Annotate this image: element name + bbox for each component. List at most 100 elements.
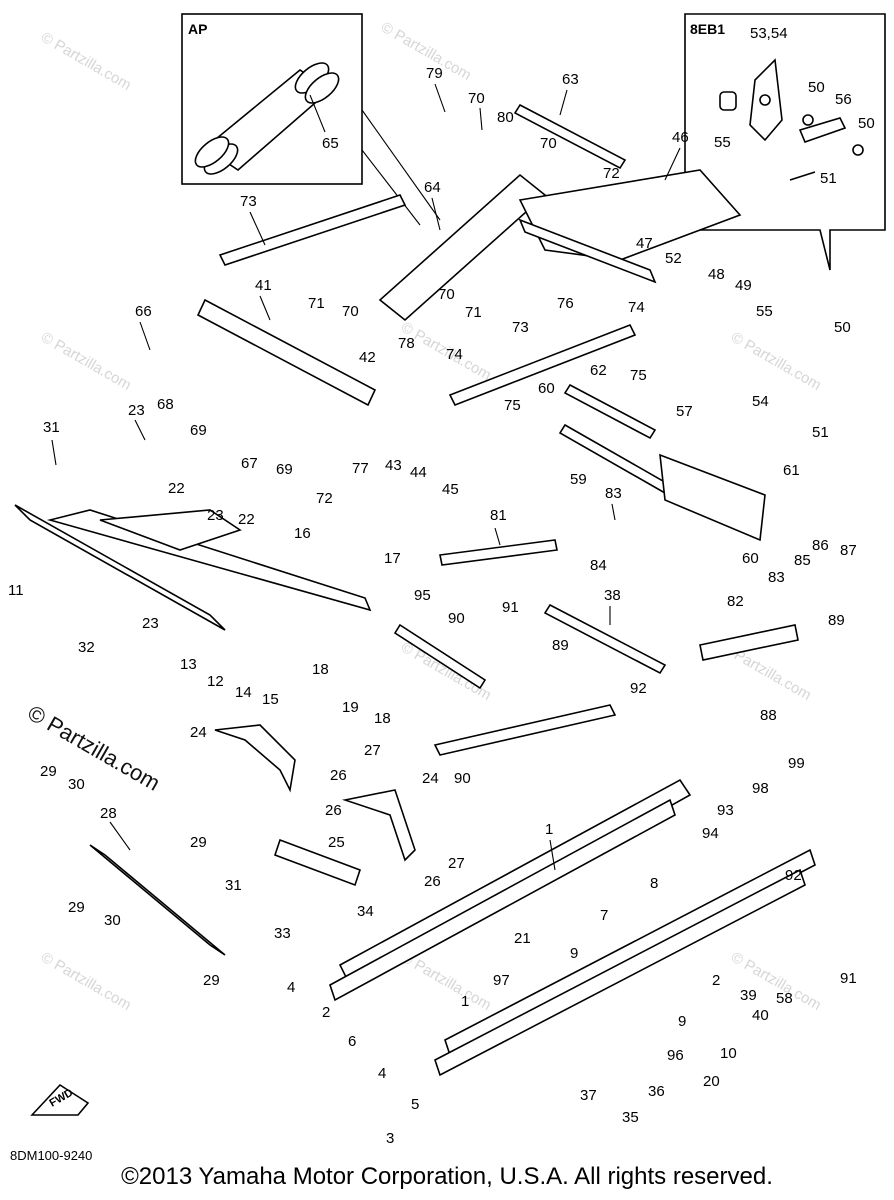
callout-92: 92 (630, 680, 647, 697)
callout-55: 55 (714, 134, 731, 151)
callout-52: 52 (665, 250, 682, 267)
rear-suspension-assembly: FWD (14, 103, 816, 1116)
callout-5: 5 (411, 1096, 419, 1113)
callout-69: 69 (276, 461, 293, 478)
callout-14: 14 (235, 684, 252, 701)
callout-36: 36 (648, 1083, 665, 1100)
callout-68: 68 (157, 396, 174, 413)
inset-ap-label: AP (188, 21, 207, 37)
callout-93: 93 (717, 802, 734, 819)
callout-1: 1 (461, 993, 469, 1010)
damper-rod (433, 704, 617, 756)
watermark-text: © Partzilla.com (38, 29, 134, 94)
callout-22: 22 (168, 480, 185, 497)
callout-43: 43 (385, 457, 402, 474)
arm-41 (196, 298, 377, 407)
callout-11: 11 (8, 582, 24, 599)
callout-84: 84 (590, 557, 607, 574)
callout-71: 71 (308, 295, 325, 312)
watermark-text: © Partzilla.com (38, 949, 134, 1014)
callout-13: 13 (180, 656, 197, 673)
callout-30: 30 (104, 912, 121, 929)
callout-9: 9 (678, 1013, 686, 1030)
callout-42: 42 (359, 349, 376, 366)
callout-23: 23 (142, 615, 159, 632)
callout-60: 60 (742, 550, 759, 567)
callout-40: 40 (752, 1007, 769, 1024)
callout-55: 55 (756, 303, 773, 320)
leader-lines (51, 83, 681, 871)
callout-97: 97 (493, 972, 510, 989)
callout-37: 37 (580, 1087, 597, 1104)
callout-80: 80 (497, 109, 514, 126)
callout-69: 69 (190, 422, 207, 439)
callout-16: 16 (294, 525, 311, 542)
callout-4: 4 (287, 979, 295, 996)
callout-57: 57 (676, 403, 693, 420)
bracket-24b (341, 789, 416, 862)
callout-72: 72 (603, 165, 620, 182)
callout-54: 54 (752, 393, 769, 410)
callout-96: 96 (667, 1047, 684, 1064)
callout-50: 50 (808, 79, 825, 96)
callout-99: 99 (788, 755, 805, 772)
callout-44: 44 (410, 464, 427, 481)
callout-48: 48 (708, 266, 725, 283)
callout-45: 45 (442, 481, 459, 498)
rear-arm-11 (14, 504, 226, 631)
link-rod-73 (218, 194, 407, 266)
callout-91: 91 (502, 599, 519, 616)
callout-27: 27 (448, 855, 465, 872)
callout-50: 50 (858, 115, 875, 132)
callout-85: 85 (794, 552, 811, 569)
fwd-arrow-icon (30, 1083, 90, 1116)
callout-47: 47 (636, 235, 653, 252)
callout-60: 60 (538, 380, 555, 397)
callout-81: 81 (490, 507, 507, 524)
callout-79: 79 (426, 65, 443, 82)
callout-78: 78 (398, 335, 415, 352)
callout-3: 3 (386, 1130, 394, 1147)
callout-4: 4 (378, 1065, 386, 1082)
callout-15: 15 (262, 691, 279, 708)
callout-63: 63 (562, 71, 579, 88)
callout-labels: 79 70 80 63 70 72 46 64 73 47 52 48 49 4… (8, 65, 857, 1147)
callout-49: 49 (735, 277, 752, 294)
callout-70: 70 (438, 286, 455, 303)
callout-87: 87 (840, 542, 857, 559)
callout-31: 31 (43, 419, 60, 436)
callout-90: 90 (448, 610, 465, 627)
shaft-95 (393, 623, 487, 690)
link-rod-73b (448, 323, 637, 407)
callout-24: 24 (190, 724, 207, 741)
callout-28: 28 (100, 805, 117, 822)
frame-46 (518, 169, 742, 261)
shock-absorber-64 (378, 173, 547, 322)
inset-8eb1-label: 8EB1 (690, 21, 725, 37)
callout-86: 86 (812, 537, 829, 554)
callout-32: 32 (78, 639, 95, 656)
callout-20: 20 (703, 1073, 720, 1090)
callout-26: 26 (424, 873, 441, 890)
shaft-63 (513, 103, 627, 170)
callout-7: 7 (600, 907, 608, 924)
shaft-38 (543, 603, 667, 675)
callout-74: 74 (446, 346, 463, 363)
callout-67: 67 (241, 455, 258, 472)
callout-29: 29 (190, 834, 207, 851)
callout-21: 21 (514, 930, 531, 947)
callout-1: 1 (545, 821, 553, 838)
callout-26: 26 (325, 802, 342, 819)
callout-10: 10 (720, 1045, 737, 1062)
callout-98: 98 (752, 780, 769, 797)
callout-53-54: 53,54 (750, 25, 788, 42)
callout-64: 64 (424, 179, 441, 196)
callout-17: 17 (384, 550, 401, 567)
callout-66: 66 (135, 303, 152, 320)
callout-95: 95 (414, 587, 431, 604)
callout-27: 27 (364, 742, 381, 759)
watermark-text: © Partzilla.com (38, 329, 134, 394)
callout-73: 73 (512, 319, 529, 336)
callout-82: 82 (727, 593, 744, 610)
